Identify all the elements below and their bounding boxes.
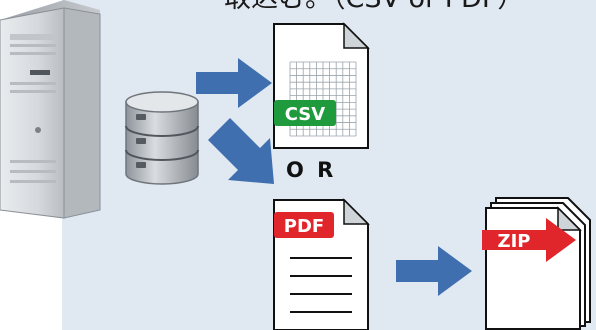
arrow-right-icon <box>396 246 472 296</box>
csv-file-icon: CSV <box>273 22 370 149</box>
csv-badge-label: CSV <box>285 104 326 125</box>
arrow-down-right-icon <box>208 118 274 184</box>
caption-text: 取込む。（CSV or PDF） <box>224 0 596 20</box>
zip-archive-icon: ZIP <box>482 197 591 330</box>
zip-badge-label: ZIP <box>498 231 531 252</box>
server-icon <box>0 0 101 219</box>
pdf-file-icon: PDF <box>273 198 370 330</box>
arrow-right-icon <box>196 58 272 108</box>
or-label: O R <box>286 158 337 182</box>
database-icon <box>125 91 199 185</box>
pdf-badge-label: PDF <box>284 216 324 237</box>
